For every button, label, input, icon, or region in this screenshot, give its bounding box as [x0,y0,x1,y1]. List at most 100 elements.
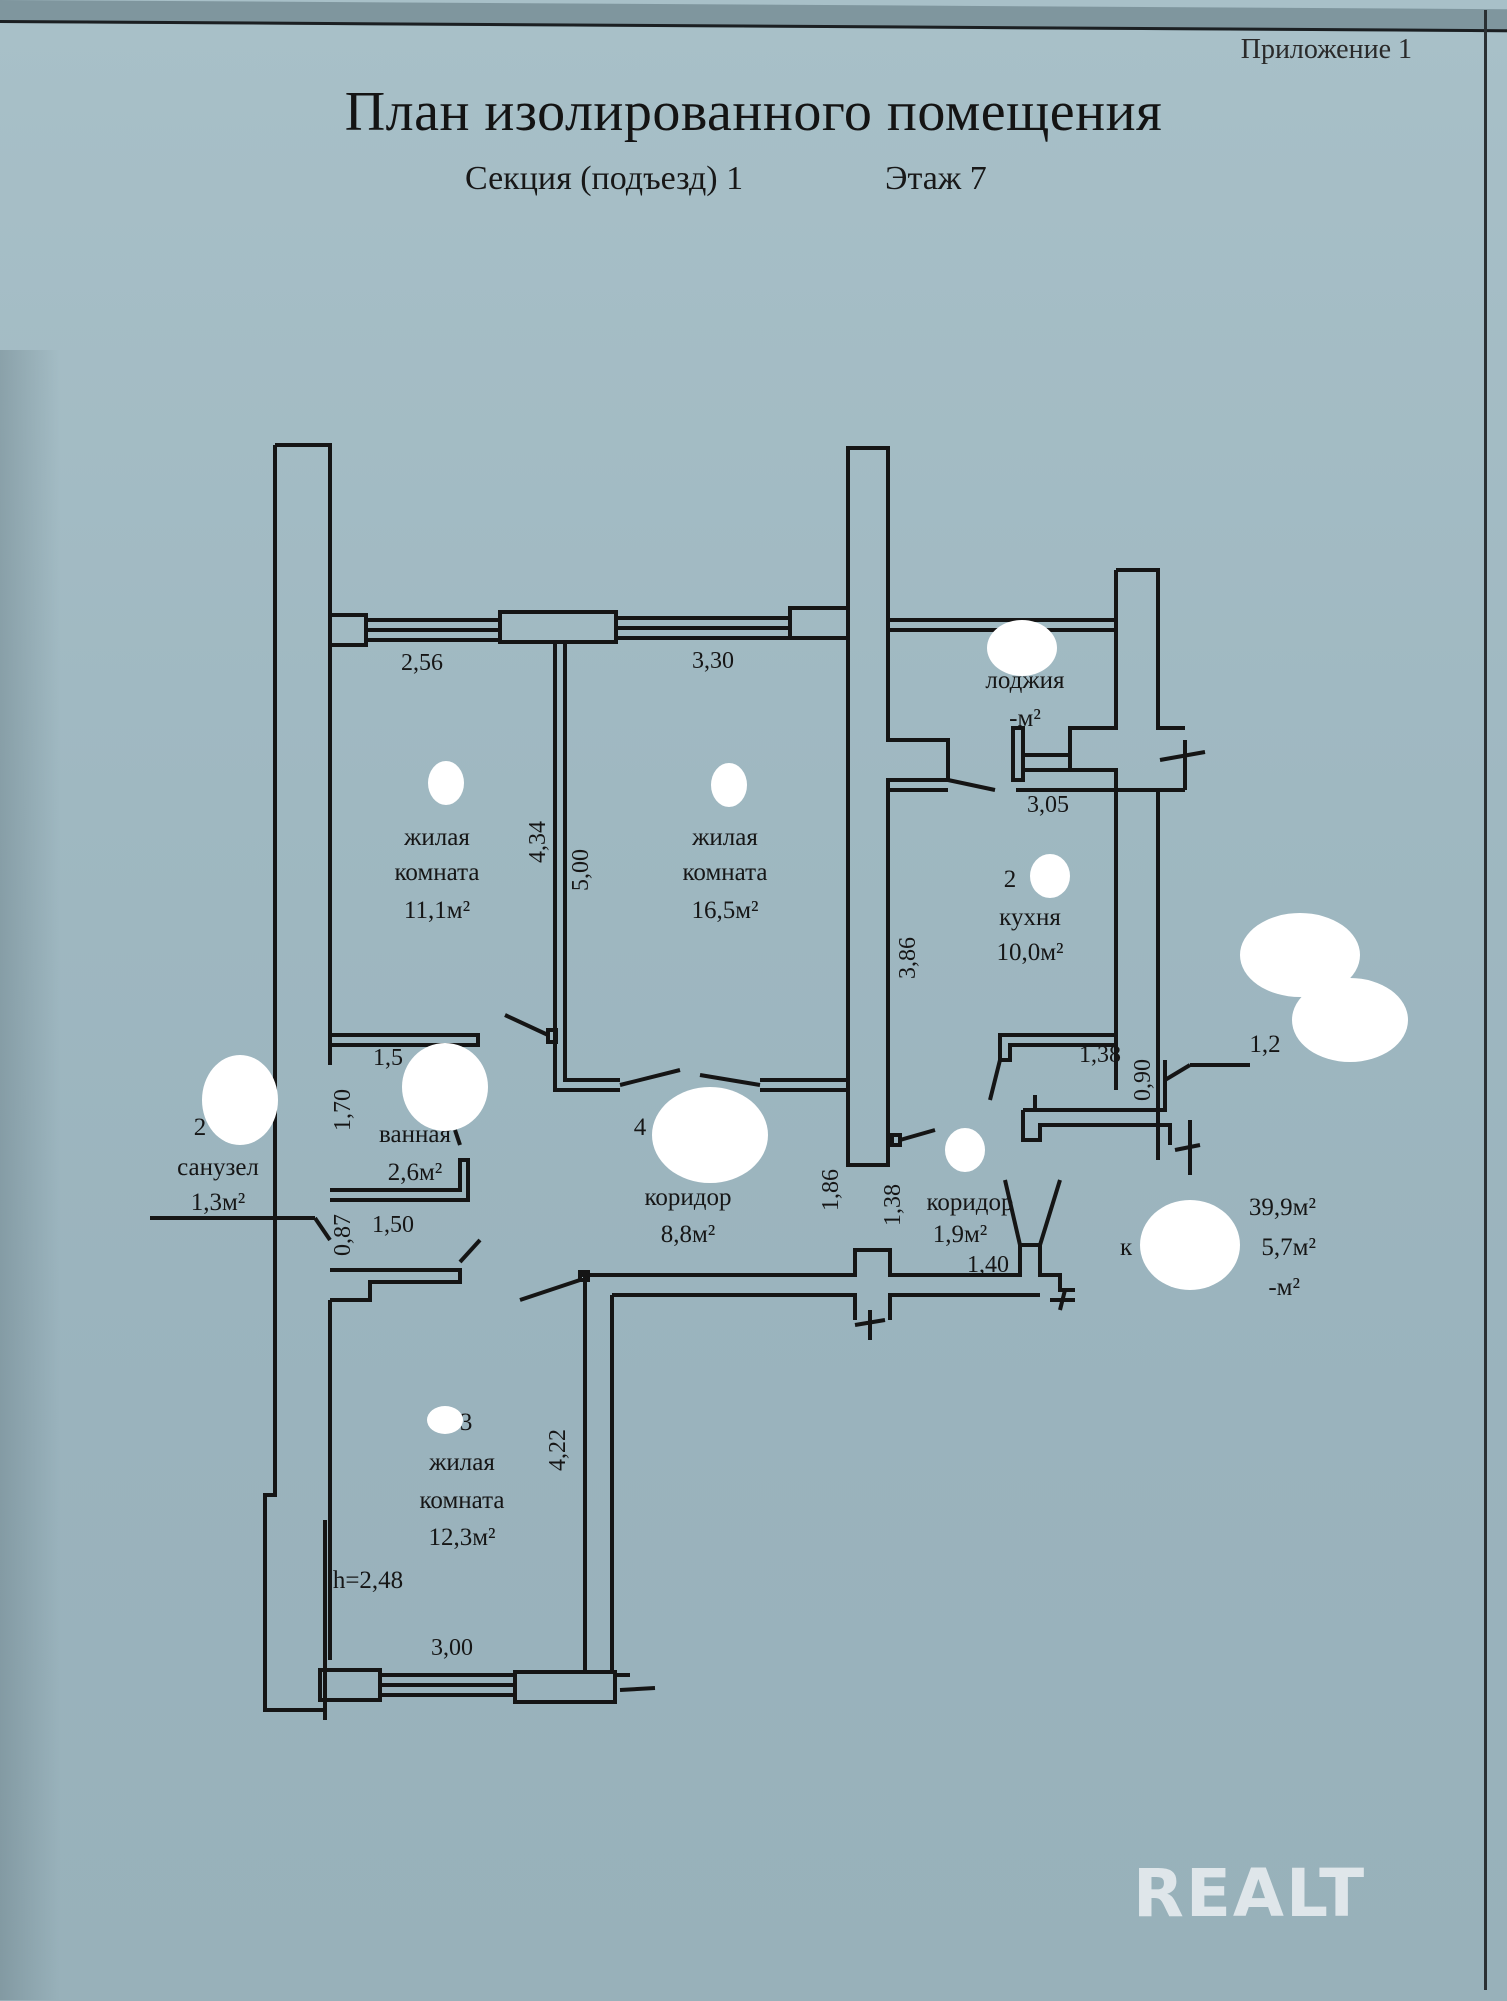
wall-living3 [328,1275,614,1670]
dim-1-86: 1,86 [818,1169,844,1211]
dim-1-70: 1,70 [330,1089,356,1131]
room-living3-area: 12,3м² [428,1524,495,1551]
page-right-edge [1484,10,1487,1990]
loggia-door [1011,726,1025,782]
dim-1-38: 1,38 [880,1184,906,1226]
realt-watermark: REALT [1133,1855,1367,1932]
wall-corridor-bottom [580,1243,1075,1292]
door-swing [458,1238,482,1264]
room-corridor-number: 4 [634,1114,647,1141]
redaction [652,1087,768,1183]
partition-living [553,642,620,1092]
room-corridor-name: коридор [645,1184,732,1211]
room-toilet-name: санузел [177,1154,259,1181]
door-swing [1003,1179,1062,1246]
wall-segment [328,613,368,647]
break-mark [1159,740,1206,790]
door-swing [519,1278,581,1302]
redaction [945,1128,985,1172]
wall-corridor-bottom-inner [612,1293,1040,1320]
wall-segment [498,610,618,644]
dim-0-87: 0,87 [330,1214,356,1256]
loggia-door-frame [1023,753,1070,772]
room-living1-area: 11,1м² [404,897,470,924]
room-living1-name1: жилая [403,824,470,851]
leader [947,778,996,792]
totals-label: к [1120,1234,1133,1261]
door-swing [899,1128,936,1142]
room-kitchen-area: 10,0м² [996,939,1063,966]
dim-3-00: 3,00 [431,1635,473,1661]
dim-3-30: 3,30 [692,648,734,674]
page-shadow [0,350,60,2000]
partition-living-door [760,1078,848,1092]
wall-segment [318,1668,382,1702]
room-living3-height: h=2,48 [333,1567,403,1594]
room-living2-name2: комната [683,859,768,886]
leader [1163,1063,1192,1082]
dim-4-22: 4,22 [545,1429,571,1471]
door-swing [988,1059,1002,1101]
room-loggia-area: -м² [1009,705,1041,732]
total-area: 39,9м² [1249,1194,1316,1221]
dim-0-90: 0,90 [1130,1059,1156,1101]
dim-5-00: 5,00 [568,849,594,891]
redaction [711,763,747,807]
break-mark [854,1310,886,1340]
room-closet-area: 1,2 [1249,1031,1280,1058]
room-toilet-number: 2 [194,1114,207,1141]
door-swing [453,1129,462,1146]
appendix-label: Приложение 1 [1240,34,1412,65]
break-mark [1174,1120,1201,1175]
wall-segment [513,1670,617,1704]
wall-bathroom [330,1033,480,1047]
document-title: План изолированного помещения [344,81,1163,143]
redaction [1030,854,1070,898]
wall-toilet-bottom [330,1268,462,1302]
section-label: Секция (подъезд) 1 [465,160,744,197]
dim-1-5-top: 1,5 [373,1045,403,1071]
redaction [1240,913,1360,997]
leader [313,1216,332,1242]
door-jamb [546,1028,558,1044]
room-living1-name2: комната [395,859,480,886]
dim-3-05: 3,05 [1027,792,1069,818]
living-area: 5,7м² [1261,1234,1316,1261]
room-kitchen-name: кухня [999,904,1061,931]
dim-1-38-top: 1,38 [1079,1042,1121,1068]
redaction-marks [202,620,1408,1434]
door-swing [504,1013,549,1037]
other-area: -м² [1268,1274,1300,1301]
break-mark [1050,1289,1075,1311]
room-bathroom-area: 2,6м² [388,1159,443,1186]
wall-central [846,446,950,1167]
door-jamb [890,1133,902,1147]
redaction [1292,978,1408,1062]
dim-3-86: 3,86 [895,937,921,979]
dim-4-34: 4,34 [525,821,551,863]
redaction [428,761,464,805]
room-living2-name1: жилая [691,824,758,851]
redaction [987,620,1057,676]
room-living3-name1: жилая [428,1449,495,1476]
wall-loggia-right [1068,568,1185,1160]
redaction [402,1043,488,1131]
room-toilet-area: 1,3м² [191,1189,246,1216]
dim-1-50: 1,50 [372,1212,414,1238]
wall-segment [788,606,850,640]
dim-2-56: 2,56 [401,650,443,676]
wall-bathroom-bottom [330,1158,470,1202]
wall-left-exterior [263,443,332,1712]
room-corridor2-name: коридор [927,1189,1014,1216]
room-corridor2-area: 1,9м² [933,1221,988,1248]
redaction [1140,1200,1240,1290]
redaction [427,1406,463,1434]
door-swing [619,1068,681,1087]
dim-1-40: 1,40 [967,1252,1009,1278]
wall-closet-bottom [1021,1060,1172,1145]
room-living3-name2: комната [420,1487,505,1514]
floor-label: Этаж 7 [885,160,987,197]
door-swing [699,1073,761,1087]
